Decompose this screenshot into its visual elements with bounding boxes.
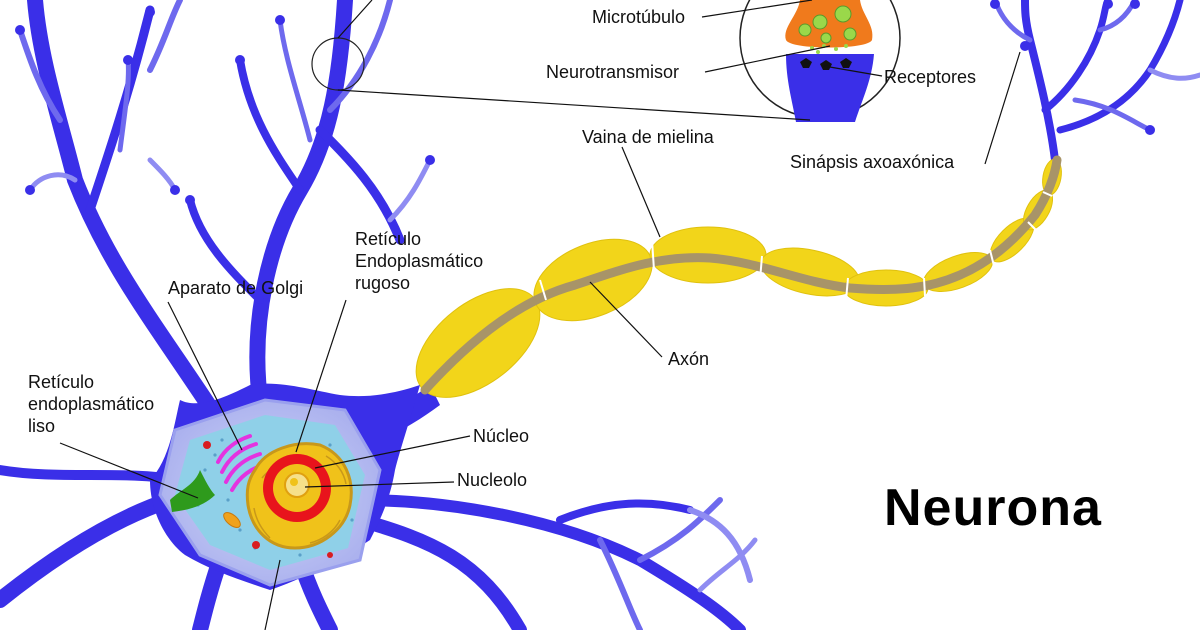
axon-terminal-branches [992, 0, 1200, 164]
label-aparato-golgi: Aparato de Golgi [168, 278, 304, 298]
label-reticulo-liso: Retículo endoplasmático liso [28, 372, 155, 436]
dendrite-terminals [15, 7, 435, 205]
nodes-of-ranvier [539, 191, 1053, 301]
smooth-er [170, 470, 215, 512]
myelin-sheath [415, 158, 1062, 398]
label-nucleolo: Nucleolo [457, 470, 528, 490]
diagram-title: Neurona [884, 479, 1102, 537]
axon-core [420, 155, 1062, 395]
leader-lines [59, 0, 1021, 631]
label-microtubulo: Microtúbulo [592, 7, 686, 27]
synaptic-vesicles [798, 5, 857, 44]
axon-terminal-knobs [990, 0, 1155, 135]
receptor-proteins [800, 58, 852, 70]
label-reticulo-rugoso: Retículo Endoplasmático rugoso [355, 229, 484, 293]
dendrites-lower [0, 465, 758, 635]
label-axon: Axón [668, 349, 710, 369]
ribosome-dots [203, 441, 333, 558]
cytoplasm-granules [196, 438, 354, 557]
label-nucleo: Núcleo [473, 426, 530, 446]
dendrites-upper-left [17, 0, 433, 438]
label-receptores: Receptores [884, 67, 977, 87]
label-vaina-mielina: Vaina de mielina [582, 127, 714, 147]
nucleolus [284, 472, 310, 498]
label-neurotransmisor: Neurotransmisor [546, 62, 680, 82]
label-sinapsis-axoaxonica: Sinápsis axoaxónica [790, 152, 955, 172]
